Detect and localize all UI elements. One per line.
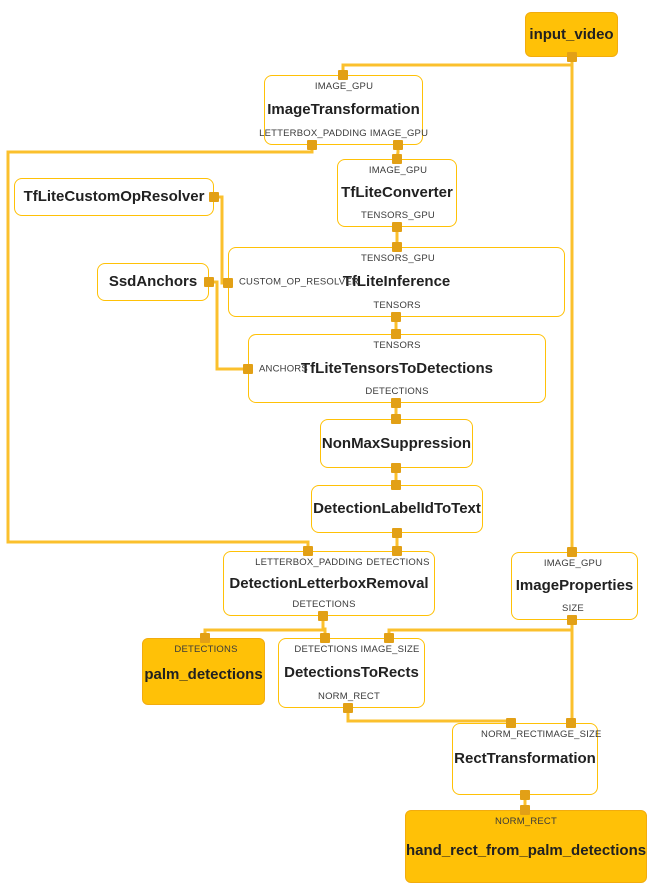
node-tflitetensorstodetections[interactable]: TfLiteTensorsToDetections TENSORS DETECTIO…	[248, 334, 546, 403]
edge-line	[6, 145, 314, 551]
edge-line	[346, 708, 513, 723]
node-nonmaxsuppression[interactable]: NonMaxSuppression	[320, 419, 473, 468]
edge-line	[395, 145, 400, 160]
node-palm-detections[interactable]: palm_detections DETECTIONS	[142, 638, 265, 705]
node-title: DetectionLetterboxRemoval	[229, 574, 429, 592]
port-label: IMAGE_GPU	[369, 127, 429, 139]
node-title: SsdAnchors	[108, 272, 198, 290]
node-ssdanchors[interactable]: SsdAnchors	[97, 263, 209, 301]
node-detectionletterboxremoval[interactable]: DetectionLetterboxRemoval LETTERBOX_PADDI…	[223, 551, 435, 616]
node-title: TfLiteTensorsToDetections	[301, 359, 493, 377]
port-label: DETECTIONS	[365, 385, 429, 397]
node-tfliteconverter[interactable]: TfLiteConverter IMAGE_GPU TENSORS_GPU	[337, 159, 457, 227]
node-tfliteinference[interactable]: TfLiteInference TENSORS_GPU TENSORS CUSTOM_…	[228, 247, 565, 317]
node-title: input_video	[529, 25, 614, 43]
port-label: IMAGE_GPU	[314, 81, 374, 92]
port-label: NORM_RECT	[495, 816, 557, 827]
edge-line	[387, 628, 572, 638]
node-title: hand_rect_from_palm_detections	[406, 841, 647, 859]
port-label: DETECTIONS	[174, 644, 238, 655]
port-label: TENSORS	[373, 340, 421, 351]
port-label: LETTERBOX_PADDING	[259, 127, 367, 139]
node-hand-rect-from-palm-detections[interactable]: hand_rect_from_palm_detections NORM_RECT	[405, 810, 647, 883]
edge-line	[341, 63, 572, 75]
node-title: DetectionLabelIdToText	[313, 499, 481, 517]
port-label: SIZE	[562, 602, 584, 614]
node-detectionlabelidtotext[interactable]: DetectionLabelIdToText	[311, 485, 483, 533]
edge-line	[323, 627, 327, 638]
node-title: TfLiteConverter	[341, 183, 453, 201]
node-title: TfLiteCustomOpResolver	[23, 187, 205, 205]
port-label: DETECTIONS	[292, 598, 356, 610]
node-input-video[interactable]: input_video	[525, 12, 618, 57]
node-imageproperties[interactable]: ImageProperties IMAGE_GPU SIZE	[511, 552, 638, 620]
edge-line	[203, 616, 325, 638]
port-label: IMAGE_GPU	[543, 558, 603, 569]
port-label: NORM_RECT	[481, 729, 543, 740]
node-title: ImageTransformation	[267, 100, 420, 118]
port-label: NORM_RECT	[318, 690, 380, 702]
node-title: palm_detections	[144, 666, 263, 684]
port-label: IMAGE_SIZE	[542, 729, 602, 740]
edge-line	[214, 195, 228, 285]
port-label: TENSORS_GPU	[361, 253, 435, 264]
port-label: TENSORS	[373, 299, 421, 311]
port-label: CUSTOM_OP_RESOLVER	[239, 276, 359, 288]
node-title: TfLiteInference	[342, 272, 451, 290]
port-label: DETECTIONS	[294, 644, 358, 655]
node-title: ImageProperties	[515, 576, 634, 594]
port-label: ANCHORS	[259, 362, 308, 374]
node-title: RectTransformation	[454, 749, 596, 767]
port-label: TENSORS_GPU	[361, 209, 435, 221]
port-label: DETECTIONS	[366, 557, 430, 568]
port-label: LETTERBOX_PADDING	[255, 557, 363, 568]
node-title: NonMaxSuppression	[321, 434, 472, 452]
node-tflitecustomopresolver[interactable]: TfLiteCustomOpResolver	[14, 178, 214, 216]
port-label: IMAGE_GPU	[368, 165, 428, 176]
port-label: IMAGE_SIZE	[360, 644, 420, 655]
node-title: DetectionsToRects	[284, 663, 419, 681]
